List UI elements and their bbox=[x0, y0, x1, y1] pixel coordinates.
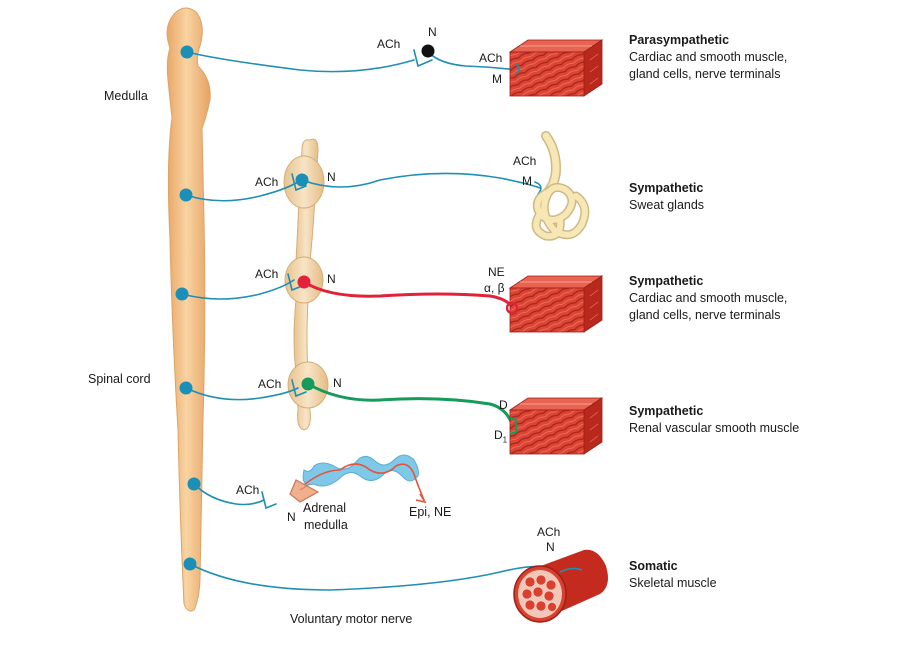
adrenal-pathway bbox=[187, 477, 277, 510]
somatic-title: Somatic bbox=[629, 559, 678, 573]
p6-effector-receptor: N bbox=[546, 540, 555, 554]
p2-ganglion-receptor: N bbox=[327, 170, 336, 184]
sympathetic-cardiac-description: Sympathetic Cardiac and smooth muscle, g… bbox=[629, 273, 889, 324]
p2-effector-transmitter: ACh bbox=[513, 154, 537, 168]
sympathetic-cardiac-target-1: Cardiac and smooth muscle, bbox=[629, 291, 788, 305]
p2-effector-receptor: M bbox=[522, 174, 532, 188]
somatic-description: Somatic Skeletal muscle bbox=[629, 558, 889, 592]
p5-ganglion-transmitter: ACh bbox=[236, 483, 260, 497]
parasympathetic-description: Parasympathetic Cardiac and smooth muscl… bbox=[629, 32, 889, 83]
epi-ne-label: Epi, NE bbox=[409, 505, 452, 519]
p4-ganglion-transmitter: ACh bbox=[258, 377, 282, 391]
spinal-cord bbox=[166, 7, 211, 612]
sympathetic-sweat-target: Sweat glands bbox=[629, 198, 705, 212]
somatic-pathway bbox=[183, 557, 573, 591]
p1-ganglion-transmitter: ACh bbox=[377, 37, 401, 51]
sympathetic-ne-pathway bbox=[175, 273, 519, 315]
p3-effector-receptor: α, β bbox=[484, 281, 505, 295]
renal-smooth-muscle-icon bbox=[509, 397, 603, 455]
sympathetic-sweat-pathway bbox=[179, 172, 542, 202]
medulla-label: Medulla bbox=[104, 89, 148, 103]
cardiac-muscle-icon bbox=[509, 39, 603, 97]
parasympathetic-title: Parasympathetic bbox=[629, 33, 730, 47]
parasympathetic-target-2: gland cells, nerve terminals bbox=[629, 67, 781, 81]
p4-effector-receptor-bottom-main: D bbox=[494, 428, 503, 442]
adrenal-gland-icon bbox=[289, 454, 427, 504]
parasympathetic-target-1: Cardiac and smooth muscle, bbox=[629, 50, 788, 64]
p1-ganglion-receptor: N bbox=[428, 25, 437, 39]
sympathetic-sweat-title: Sympathetic bbox=[629, 181, 704, 195]
p3-ganglion-transmitter: ACh bbox=[255, 267, 279, 281]
parasympathetic-pathway bbox=[180, 44, 519, 73]
p5-ganglion-receptor: N bbox=[287, 510, 296, 524]
sweat-gland-icon bbox=[531, 131, 590, 241]
sympathetic-cardiac-target-2: gland cells, nerve terminals bbox=[629, 308, 781, 322]
somatic-target: Skeletal muscle bbox=[629, 576, 717, 590]
p4-ganglion-receptor: N bbox=[333, 376, 342, 390]
spinal-cord-label: Spinal cord bbox=[88, 372, 151, 386]
adrenal-label-line1: Adrenal bbox=[303, 501, 347, 515]
sympathetic-cardiac-title: Sympathetic bbox=[629, 274, 704, 288]
sympathetic-dopamine-pathway bbox=[179, 377, 514, 426]
p6-effector-transmitter: ACh bbox=[537, 525, 561, 539]
p1-effector-transmitter: ACh bbox=[479, 51, 503, 65]
p2-ganglion-transmitter: ACh bbox=[255, 175, 279, 189]
p4-effector-receptor-bottom-sub: 1 bbox=[502, 435, 508, 445]
p4-effector-receptor-top: D bbox=[499, 398, 508, 412]
skeletal-muscle-icon bbox=[513, 549, 608, 623]
adrenal-label-line2: medulla bbox=[304, 518, 348, 532]
p3-effector-transmitter: NE bbox=[488, 265, 505, 279]
sympathetic-renal-target: Renal vascular smooth muscle bbox=[629, 421, 800, 435]
sympathetic-renal-description: Sympathetic Renal vascular smooth muscle bbox=[629, 403, 889, 437]
cardiac-muscle-icon-2 bbox=[509, 275, 603, 333]
sympathetic-renal-title: Sympathetic bbox=[629, 404, 704, 418]
sympathetic-sweat-description: Sympathetic Sweat glands bbox=[629, 180, 889, 214]
p4-effector-receptor-bottom: D1 bbox=[494, 428, 507, 447]
p1-effector-receptor: M bbox=[492, 72, 502, 86]
p3-ganglion-receptor: N bbox=[327, 272, 336, 286]
voluntary-motor-nerve-label: Voluntary motor nerve bbox=[290, 612, 413, 626]
